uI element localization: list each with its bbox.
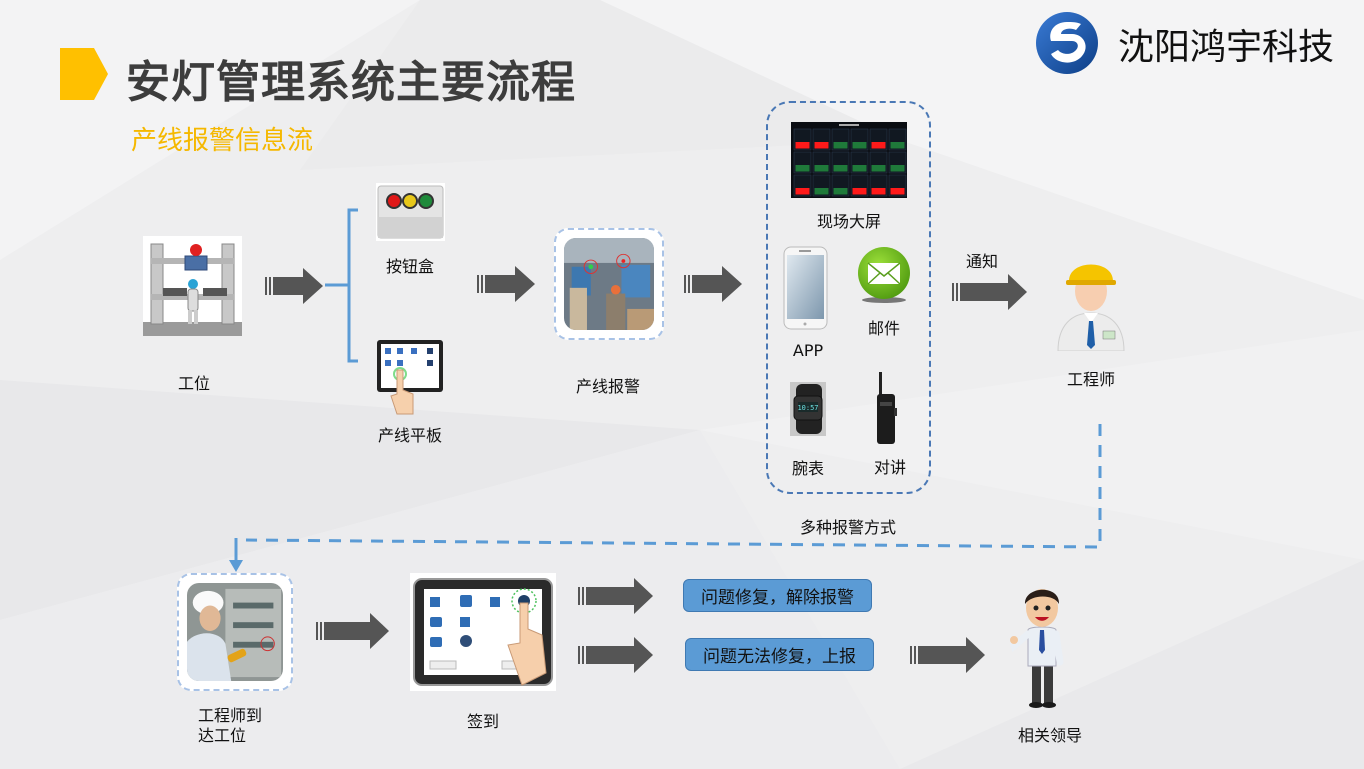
- alert-methods-label: 多种报警方式: [799, 518, 896, 537]
- alert-method-label: 对讲: [873, 458, 906, 477]
- engineer-arrives-label-line1: 工程师到: [198, 706, 263, 725]
- check-in-label: 签到: [466, 712, 499, 731]
- factory-photo: [564, 238, 654, 330]
- engineer-arrives-label: 工程师到 达工位: [198, 706, 278, 746]
- svg-text:10:57: 10:57: [797, 404, 818, 412]
- workstation-image: [143, 236, 242, 336]
- line-tablet-image: [375, 338, 445, 418]
- check-in-image: [410, 573, 556, 691]
- screen-tile-status-green: [890, 142, 905, 149]
- screen-tile-status-red: [890, 188, 905, 195]
- mail-icon: [858, 247, 910, 303]
- line-alarm-label: 产线报警: [575, 377, 640, 396]
- flow-arrow-icon: [316, 613, 389, 649]
- flow-arrow-icon: [684, 266, 742, 302]
- screen-tile-status-red: [871, 142, 886, 149]
- page-subtitle: 产线报警信息流: [131, 126, 314, 156]
- screen-tile-status-red: [795, 142, 810, 149]
- title-marker-icon: [60, 48, 108, 100]
- smartphone-icon: [783, 246, 828, 330]
- wristwatch-icon: 10:57: [790, 382, 826, 436]
- alert-method-label: APP: [792, 341, 824, 360]
- workstation-label: 工位: [177, 374, 210, 393]
- leadership-label: 相关领导: [1017, 726, 1082, 745]
- screen-tile-status-green: [852, 165, 867, 172]
- dashboard-screen-image: [791, 122, 907, 198]
- flow-arrow-icon: [952, 274, 1027, 310]
- button-box-label: 按钮盒: [385, 257, 434, 276]
- screen-tile-status-green: [814, 188, 829, 195]
- screen-tile-status-red: [852, 188, 867, 195]
- workstation-icon: [143, 243, 242, 336]
- flow-arrow-icon: [265, 268, 323, 304]
- dashboard-screen-icon: [793, 124, 907, 197]
- flow-arrow-icon: [578, 637, 653, 673]
- screen-title-bar: [839, 124, 859, 126]
- flow-arrow-icon: [910, 637, 985, 673]
- tablet-icon: [413, 578, 553, 686]
- screen-tile-status-green: [795, 165, 810, 172]
- tablet-icon: [377, 340, 443, 415]
- branch-bracket-icon: [325, 208, 358, 363]
- company-logo-icon: [1036, 12, 1098, 74]
- engineer-photo: [187, 583, 283, 681]
- screen-tile-status-green: [814, 165, 829, 172]
- manager-icon: [1010, 589, 1064, 708]
- button-box-icon: [377, 185, 444, 239]
- line-alarm-image: [554, 228, 664, 340]
- screen-tile-status-red: [871, 188, 886, 195]
- screen-tile-status-red: [795, 188, 810, 195]
- flow-arrow-icon: [578, 578, 653, 614]
- screen-tile-status-green: [890, 165, 905, 172]
- engineer-label: 工程师: [1066, 370, 1115, 389]
- alert-methods-group: [766, 101, 931, 494]
- walkie-talkie-icon: [877, 372, 897, 444]
- flow-arrow-icon: [477, 266, 535, 302]
- notify-label: 通知: [965, 252, 998, 271]
- screen-tile-status-green: [833, 142, 848, 149]
- button-box-image: [376, 183, 445, 241]
- alert-method-label: 邮件: [867, 319, 900, 338]
- screen-tile-status-green: [852, 142, 867, 149]
- screen-tile-status-green: [833, 165, 848, 172]
- screen-tile-status-green: [833, 188, 848, 195]
- engineer-icon: [1057, 264, 1125, 351]
- engineer-arrives-label-line2: 达工位: [198, 726, 247, 745]
- outcome-resolved: 问题修复，解除报警: [683, 579, 872, 612]
- line-tablet-label: 产线平板: [377, 426, 442, 445]
- company-name: 沈阳鸿宇科技: [1118, 27, 1335, 68]
- engineer-arrives-image: [177, 573, 293, 691]
- alert-method-label: 腕表: [791, 459, 824, 478]
- alert-method-label: 现场大屏: [816, 212, 881, 231]
- screen-tile-status-red: [814, 142, 829, 149]
- return-connector-icon: [229, 424, 1102, 572]
- screen-tile-status-green: [871, 165, 886, 172]
- page-title: 安灯管理系统主要流程: [126, 57, 576, 108]
- outcome-escalate: 问题无法修复，上报: [685, 638, 874, 671]
